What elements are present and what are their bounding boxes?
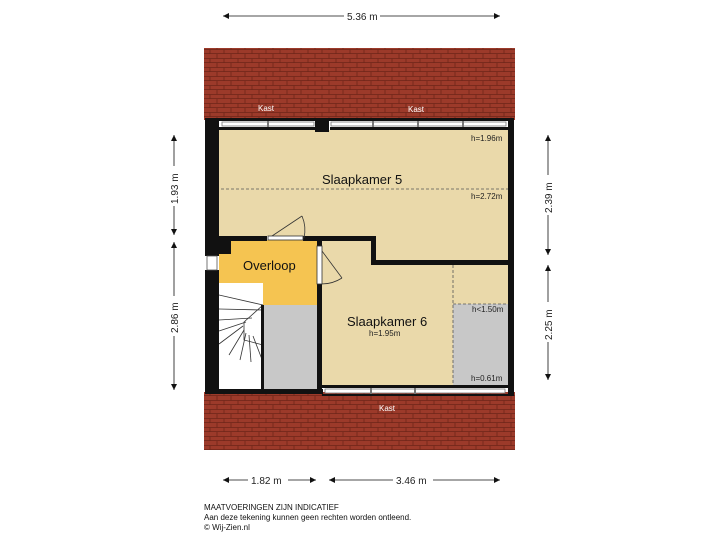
height-label-150: h<1.50m (472, 305, 504, 314)
kast-label-bottom: Kast (379, 404, 396, 413)
footer-copyright: © Wij-Zien.nl (204, 523, 250, 532)
stairs-area (219, 283, 263, 391)
dim-top-width: 5.36 m (347, 12, 378, 23)
height-label-195: h=1.95m (369, 329, 401, 338)
door-slaapkamer-5 (267, 215, 306, 241)
dim-left-upper: 1.93 m (170, 173, 181, 204)
dim-bottom-left: 1.82 m (251, 476, 282, 487)
low-ceiling-area-left (263, 305, 317, 391)
kast-label-right: Kast (408, 105, 425, 114)
walls (205, 118, 514, 396)
slaapkamer-6-label: Slaapkamer 6 (347, 314, 427, 329)
overloop-label: Overloop (243, 258, 296, 273)
slaapkamer-5-label: Slaapkamer 5 (322, 172, 402, 187)
height-label-061: h=0.61m (471, 374, 503, 383)
kast-markers (267, 121, 464, 394)
low-ceiling-area-right (453, 304, 510, 385)
dim-bottom-right: 3.46 m (396, 476, 427, 487)
dim-right-lower: 2.25 m (544, 309, 555, 340)
kast-label-left: Kast (258, 104, 275, 113)
height-label-272: h=2.72m (471, 192, 503, 201)
height-label-196: h=1.96m (471, 134, 503, 143)
slaapkamer-5-floor (219, 130, 510, 260)
stair-lines (218, 294, 264, 363)
footer: MAATVOERINGEN ZIJN INDICATIEF Aan deze t… (204, 503, 411, 533)
footer-disclaimer-text: Aan deze tekening kunnen geen rechten wo… (204, 513, 412, 522)
door-slaapkamer-6 (316, 245, 343, 285)
dim-left-lower: 2.86 m (170, 302, 181, 333)
roof-bottom (204, 392, 515, 450)
left-wall-window (206, 255, 218, 271)
footer-disclaimer-title: MAATVOERINGEN ZIJN INDICATIEF (204, 503, 339, 512)
dim-right-upper: 2.39 m (544, 182, 555, 213)
roof-top (204, 48, 515, 120)
